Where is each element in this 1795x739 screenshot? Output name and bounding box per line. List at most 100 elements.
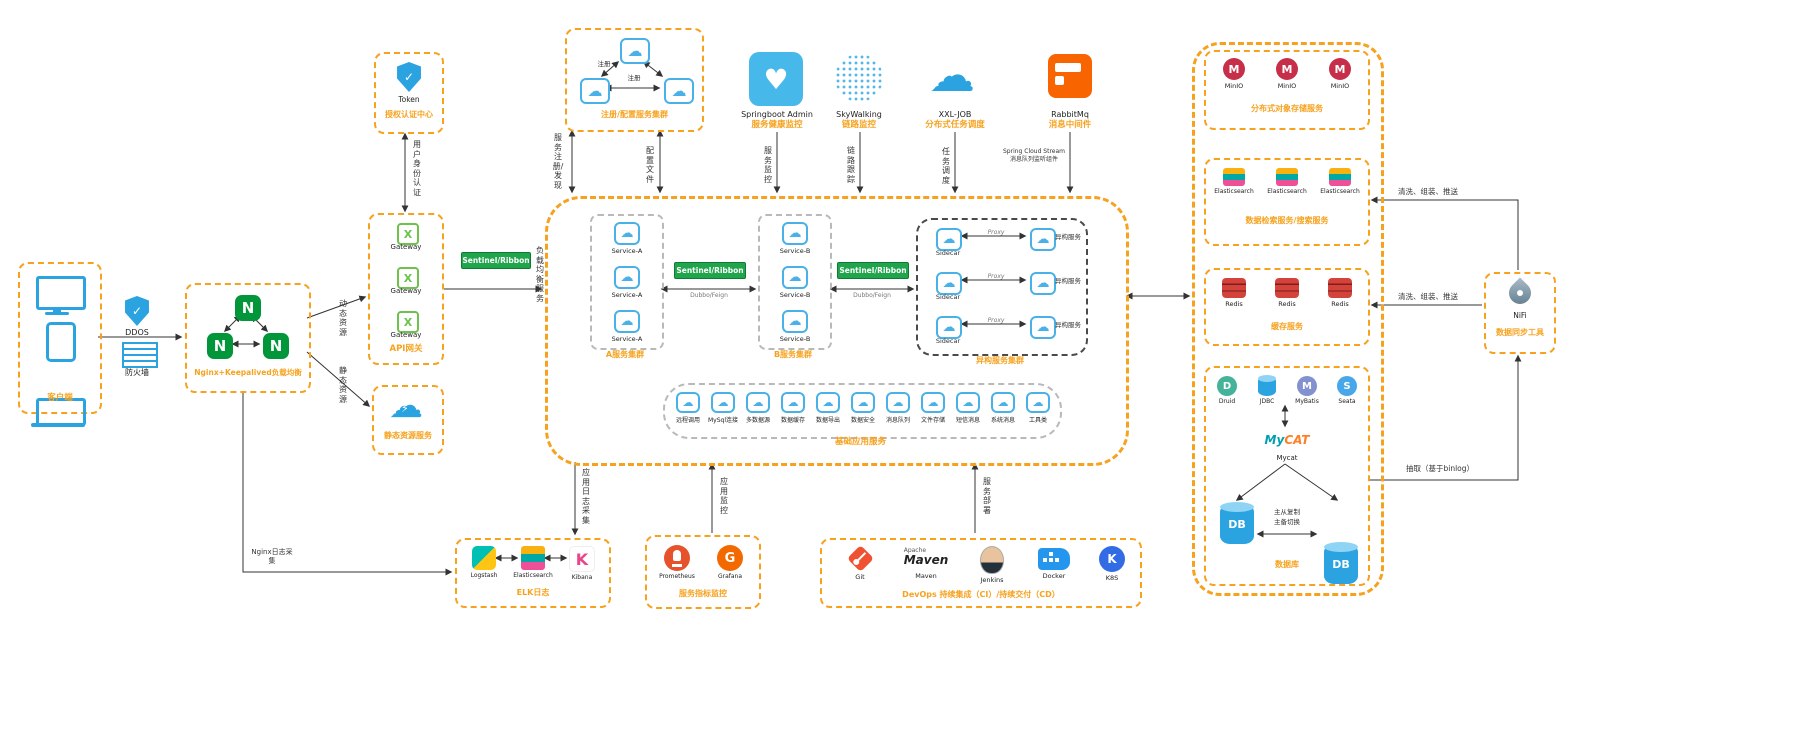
hetero-service-label: 异构服务	[1055, 277, 1081, 285]
metrics-item: Grafana	[705, 545, 755, 580]
edge-label-clean-mid: 清洗、组装、推送	[1398, 292, 1458, 301]
cloud-icon	[936, 228, 962, 251]
right-services-box	[1192, 42, 1384, 596]
base-service-name: 消息队列	[885, 417, 910, 424]
edge-label-nginx-log: Nginx日志采集	[251, 548, 293, 565]
edge-label-stream-line2: 消息队列监听组件	[1009, 155, 1058, 163]
gateway-item: Gateway	[390, 243, 422, 251]
token-shield-icon: ✓	[397, 62, 421, 92]
skywalking-label: 链路监控	[841, 120, 876, 130]
elasticsearch-icon	[1276, 168, 1298, 186]
elk-item: Elasticsearch	[508, 546, 558, 579]
proxy-label: Proxy	[987, 317, 1005, 324]
cloud-icon	[614, 222, 640, 245]
cloud-icon	[620, 38, 650, 64]
cloud-icon	[936, 316, 962, 339]
devops-item-name: Git	[855, 573, 865, 581]
sidecar-label: Sidecar	[935, 293, 961, 301]
api-gateway-label: API网关	[389, 344, 423, 354]
logstash-icon	[472, 546, 496, 570]
registry-box: 注册 注册 注册/配置服务集群	[565, 28, 704, 132]
elk-box: Logstash Elasticsearch Kibana ELK日志	[455, 538, 611, 608]
mybatis-icon	[1297, 376, 1317, 396]
proxy-label: Proxy	[987, 273, 1005, 280]
minio-icon	[1276, 58, 1298, 80]
ddos-label: DDOS	[125, 328, 149, 337]
jenkins-icon	[980, 546, 1004, 574]
service-item: Service-A	[592, 310, 662, 343]
minio-group-label: 分布式对象存储服务	[1251, 104, 1323, 113]
nginx-icon: N	[263, 333, 289, 359]
cloud-icon	[816, 392, 840, 413]
gateway-icon	[397, 267, 419, 289]
devops-item-name: Docker	[1042, 572, 1066, 580]
db-tool-item: Druid	[1208, 376, 1246, 405]
heart-pulse-icon	[749, 52, 803, 106]
base-service-name: 文件存储	[920, 417, 945, 424]
base-service-item: 文件存储	[916, 392, 950, 424]
database-cylinder-icon: DB	[1324, 542, 1358, 584]
devops-item: Git	[838, 545, 882, 581]
cloud-icon	[664, 78, 694, 104]
elk-item: Logstash	[459, 546, 509, 579]
seata-icon	[1337, 376, 1357, 396]
search-item: Elasticsearch	[1315, 168, 1365, 195]
cloud-icon	[886, 392, 910, 413]
elk-item-name: Kibana	[571, 574, 593, 581]
docker-icon	[1038, 548, 1070, 570]
cluster-b-box: Service-B Service-B Service-B	[758, 214, 832, 350]
elk-item-name: Elasticsearch	[513, 572, 553, 579]
cloud-icon	[580, 78, 610, 104]
edge-label-app-monitor: 应用监控	[720, 477, 728, 515]
base-service-name: 数据缓存	[780, 417, 805, 424]
db-tool-name: Druid	[1218, 398, 1236, 405]
sentinel-ribbon-badge: Sentinel/Ribbon	[837, 262, 909, 279]
elasticsearch-icon	[521, 546, 545, 570]
edge-label-stream-line1: Spring Cloud Stream	[1002, 148, 1066, 155]
db-tool-item: JDBC	[1248, 375, 1286, 405]
edge-label-log-collect: 应用日志采集	[582, 468, 590, 525]
search-item: Elasticsearch	[1262, 168, 1312, 195]
base-service-item: 系统消息	[986, 392, 1020, 424]
metrics-item-name: Grafana	[717, 573, 743, 580]
xxljob-label: 分布式任务调度	[925, 120, 985, 130]
nginx-label: Nginx+Keepalived负载均衡	[194, 368, 302, 377]
devops-item-name: Maven	[915, 572, 937, 580]
firewall-label: 防火墙	[125, 368, 149, 377]
kibana-icon	[569, 546, 595, 572]
service-item: Service-B	[760, 266, 830, 299]
minio-group-box: MinIO MinIO MinIO 分布式对象存储服务	[1204, 50, 1370, 130]
hetero-cluster-label: 异构服务集群	[976, 356, 1024, 365]
client-box: 客户端	[18, 262, 102, 427]
cloud-icon	[1026, 392, 1050, 413]
nginx-box: N N N Nginx+Keepalived负载均衡	[185, 283, 311, 393]
mycat-logo-my: My	[1264, 433, 1285, 447]
search-group-box: Elasticsearch Elasticsearch Elasticsearc…	[1204, 158, 1370, 246]
sba-name: Springboot Admin	[741, 110, 813, 119]
auth-box: ✓ Token 授权认证中心	[374, 52, 444, 134]
cloud-icon	[782, 222, 808, 245]
cache-name: Redis	[1278, 300, 1296, 308]
metrics-label: 服务指标监控	[679, 589, 727, 598]
rabbitmq-icon	[1048, 54, 1092, 98]
skywalking-name: SkyWalking	[836, 110, 882, 119]
hetero-service-label: 异构服务	[1055, 233, 1081, 241]
gateway-icon	[397, 223, 419, 245]
static-resource-box: 静态资源服务	[372, 385, 444, 455]
sentinel-ribbon-badge: Sentinel/Ribbon	[674, 262, 746, 279]
db-tool-item: Seata	[1328, 376, 1366, 405]
gateway-icon	[397, 311, 419, 333]
cloud-icon	[1030, 272, 1056, 295]
firewall-icon	[122, 342, 158, 368]
redis-icon	[1222, 278, 1246, 298]
register-edge-label: 注册	[627, 74, 641, 82]
register-edge-label: 注册	[597, 60, 611, 68]
static-resource-label: 静态资源服务	[384, 431, 432, 440]
sba-label: 服务健康监控	[751, 120, 803, 130]
maven-brand-line1: Apache	[903, 547, 927, 554]
cloud-icon	[921, 392, 945, 413]
base-service-name: 数据安全	[850, 417, 875, 424]
edge-label-dynamic: 动态资源	[339, 299, 347, 337]
db-tool-name: JDBC	[1259, 398, 1275, 405]
